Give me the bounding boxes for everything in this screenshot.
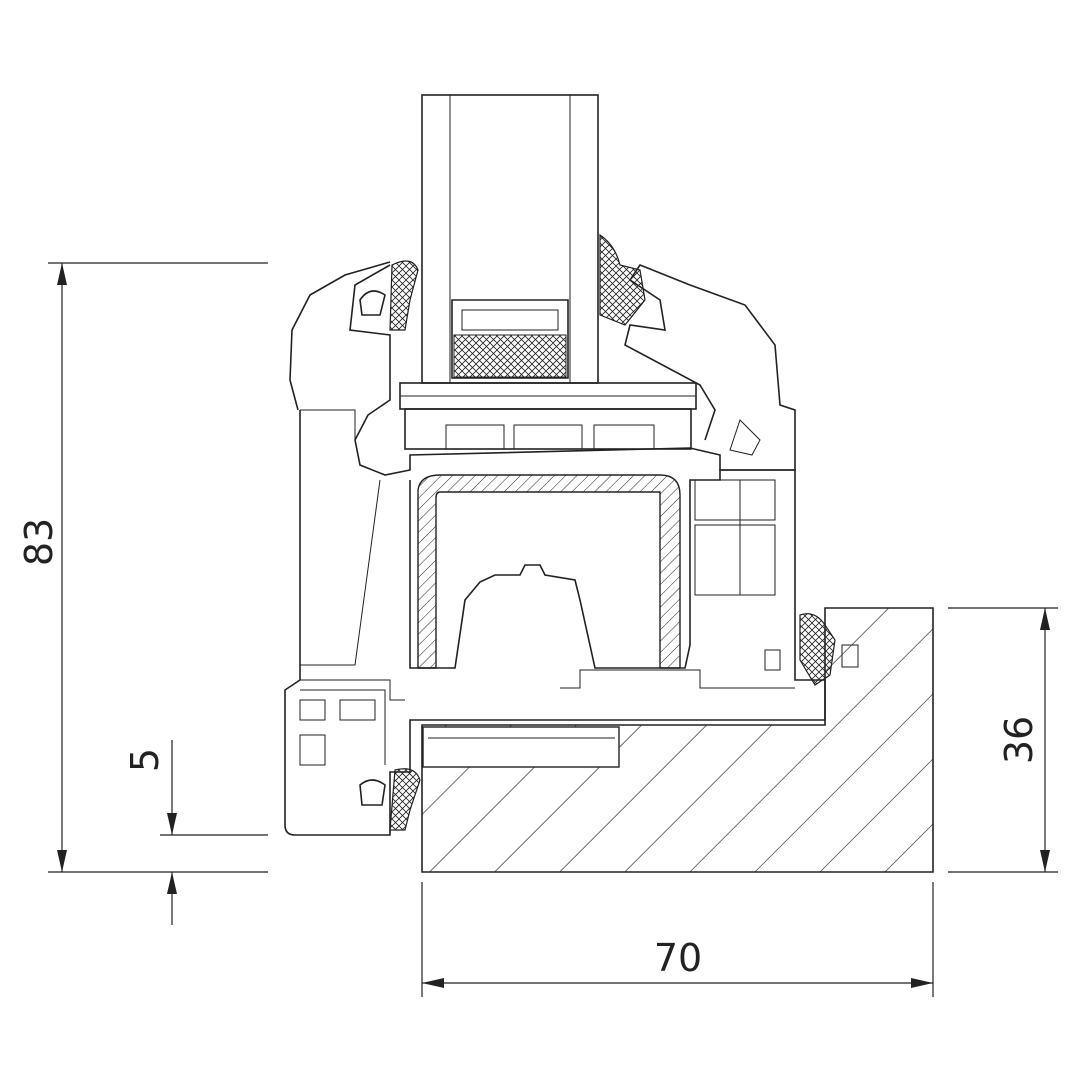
dimension-width-70: 70 [421,882,934,997]
dimension-label-83: 83 [17,518,61,566]
gaskets [359,233,859,831]
dimension-label-5: 5 [123,748,167,772]
dimension-height-36: 36 [948,607,1058,873]
dimension-height-83: 83 [17,262,268,873]
glass-spacer [451,299,569,379]
frame-profile [284,410,826,836]
wood-sill [421,607,934,873]
dimension-label-70: 70 [654,936,702,980]
sash-profile [289,261,796,596]
steel-reinforcement [417,474,681,669]
glazing-block [399,382,697,450]
dimension-label-36: 36 [997,716,1041,764]
dimension-offset-5: 5 [123,740,268,925]
